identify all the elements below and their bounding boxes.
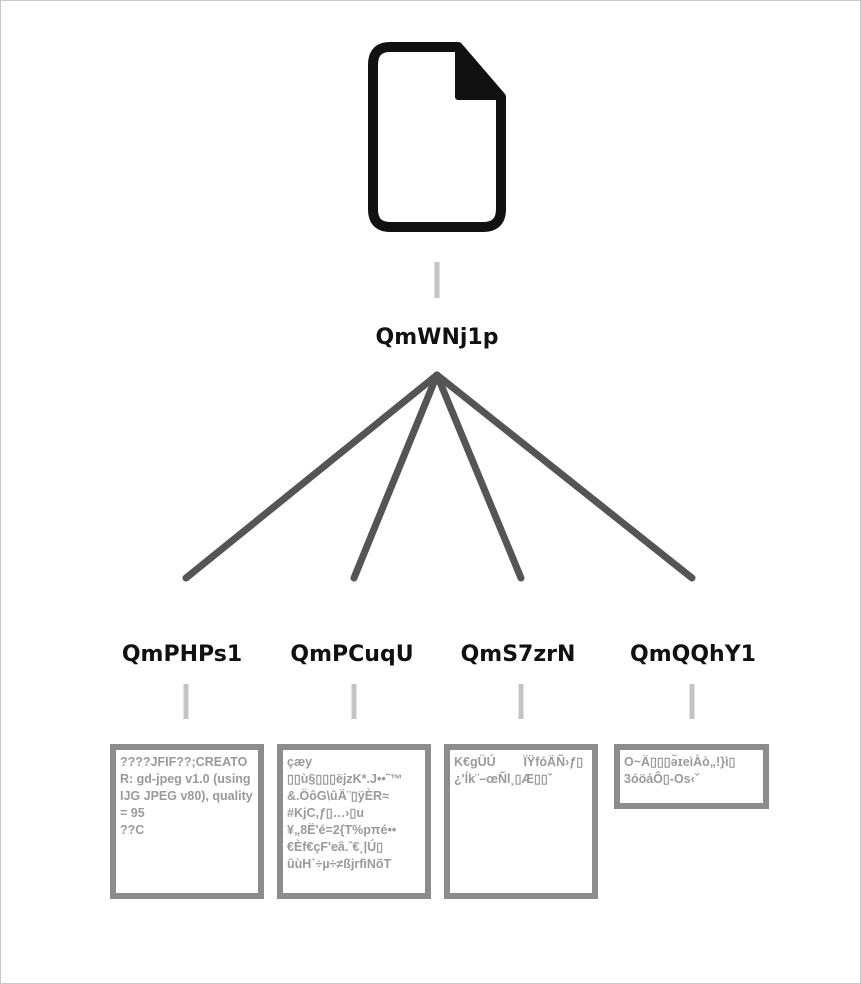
block-content: K€gÜÚ ÏŸfóÄÑ›ƒ▯ ¿'Ík¨–œÑl¸▯Æ▯▯ˇ bbox=[454, 755, 584, 786]
child-hash: QmPHPs1 bbox=[121, 642, 243, 667]
link-to-child-2 bbox=[350, 371, 441, 582]
block-content: O~Ä▯▯▯ə̃ɪeìÀò„!}ì▯ 3óöáÔ▯-Os‹ˇ bbox=[624, 755, 736, 786]
data-block: K€gÜÚ ÏŸfóÄÑ›ƒ▯ ¿'Ík¨–œÑl¸▯Æ▯▯ˇ bbox=[444, 744, 598, 899]
block-content: çæy ▯▯ù§▯▯▯ëjzK*.J••˜™ &.ÖôG\ûÄ¨▯ÿÈR≈ #K… bbox=[287, 755, 403, 871]
document-icon bbox=[368, 42, 508, 232]
child-hash: QmPCuqU bbox=[290, 642, 414, 667]
child-hash: QmS7zrN bbox=[460, 642, 576, 667]
link-to-child-1 bbox=[182, 371, 441, 582]
link-to-child-4 bbox=[433, 371, 696, 582]
root-hash: QmWNj1p bbox=[375, 325, 499, 350]
child-hash: QmQQhY1 bbox=[630, 642, 756, 667]
data-block: O~Ä▯▯▯ə̃ɪeìÀò„!}ì▯ 3óöáÔ▯-Os‹ˇ bbox=[614, 744, 769, 809]
data-block: çæy ▯▯ù§▯▯▯ëjzK*.J••˜™ &.ÖôG\ûÄ¨▯ÿÈR≈ #K… bbox=[277, 744, 431, 899]
link-to-child-3 bbox=[433, 371, 525, 582]
data-block: ????JFIF??;CREATOR: gd-jpeg v1.0 (using … bbox=[110, 744, 264, 899]
block-content: ????JFIF??;CREATOR: gd-jpeg v1.0 (using … bbox=[120, 755, 253, 837]
